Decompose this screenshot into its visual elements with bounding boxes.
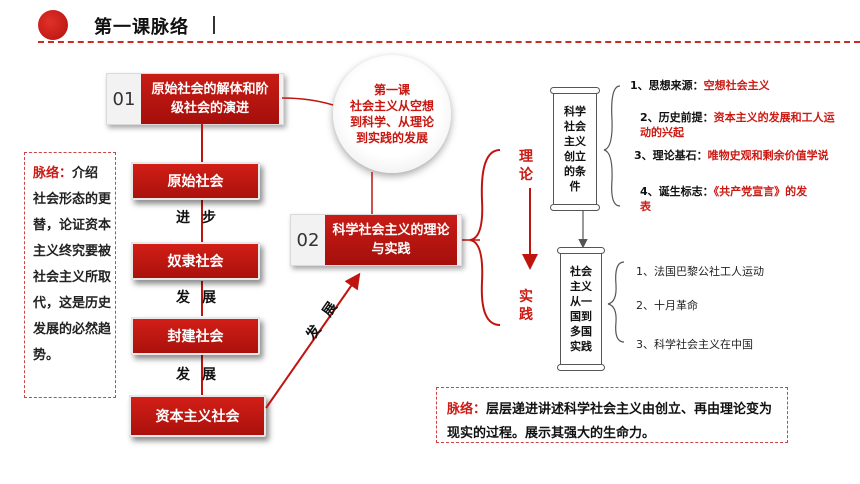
condition-item: 1、思想来源：空想社会主义 xyxy=(630,79,770,92)
summary-bottom-label: 脉络： xyxy=(447,402,487,417)
connector-line xyxy=(201,355,203,395)
section-02-title: 科学社会主义的理论与实践 xyxy=(325,215,457,265)
connector-line xyxy=(201,200,203,242)
practice-item: 2、十月革命 xyxy=(636,299,698,312)
header-dot-icon xyxy=(38,10,68,40)
scroll-conditions: 科学社会主义创立的条件 xyxy=(550,87,600,211)
section-01-box: 01 原始社会的解体和阶级社会的演进 xyxy=(106,73,284,125)
section-01-number: 01 xyxy=(112,88,136,110)
summary-left-label: 脉络： xyxy=(33,166,73,181)
summary-left-text: 介绍社会形态的更替，论证资本主义终究要被社会主义所取代，这是历史发展的必然趋势。 xyxy=(33,166,112,363)
stage-slave: 奴隶社会 xyxy=(131,242,260,280)
progress-label: 进步 xyxy=(176,210,228,226)
progress-label: 发展 xyxy=(176,290,228,306)
connector-line xyxy=(201,123,203,163)
scroll-conditions-text: 科学社会主义创立的条件 xyxy=(564,105,586,193)
circle-text: 社会主义从空想到科学、从理论到实践的发展 xyxy=(349,99,434,145)
stage-feudal: 封建社会 xyxy=(131,317,260,355)
summary-bottom: 脉络：层层递进讲述科学社会主义由创立、再由理论变为现实的过程。展示其强大的生命力… xyxy=(436,387,788,443)
progress-label: 发展 xyxy=(176,367,228,383)
condition-item: 3、理论基石：唯物史观和剩余价值学说 xyxy=(634,149,829,162)
section-02-number: 02 xyxy=(296,229,320,251)
scroll-practice-text: 社会主义从一国到多国实践 xyxy=(570,265,592,353)
summary-bottom-text: 层层递进讲述科学社会主义由创立、再由理论变为现实的过程。展示其强大的生命力。 xyxy=(447,402,773,441)
practices-bracket xyxy=(607,261,625,343)
stage-capitalist: 资本主义社会 xyxy=(129,395,266,437)
practice-label: 实践 xyxy=(519,289,533,323)
section-01-title: 原始社会的解体和阶级社会的演进 xyxy=(141,74,279,124)
page-title: 第一课脉络 xyxy=(94,17,189,38)
diagonal-arrow xyxy=(265,272,361,409)
section-02-box: 02 科学社会主义的理论与实践 xyxy=(290,214,462,266)
header-dashed-line xyxy=(38,41,860,43)
header-divider xyxy=(213,16,215,34)
condition-item: 2、历史前提：资本主义的发展和工人运动的兴起 xyxy=(640,111,835,139)
lesson-circle: 第一课 社会主义从空想到科学、从理论到实践的发展 xyxy=(333,55,451,173)
practice-item: 3、科学社会主义在中国 xyxy=(636,338,753,351)
conditions-bracket xyxy=(603,85,621,207)
connector-01-circle xyxy=(281,97,334,106)
circle-title: 第一课 xyxy=(373,83,410,97)
scroll-practice: 社会主义从一国到多国实践 xyxy=(557,247,605,371)
condition-item: 4、诞生标志：《共产党宣言》的发表 xyxy=(640,185,808,213)
theory-label: 理论 xyxy=(519,149,533,183)
connector-line xyxy=(201,281,203,316)
practice-item: 1、法国巴黎公社工人运动 xyxy=(636,265,764,278)
stage-primitive: 原始社会 xyxy=(131,162,260,200)
bracket xyxy=(469,149,501,326)
summary-left: 脉络：介绍社会形态的更替，论证资本主义终究要被社会主义所取代，这是历史发展的必然… xyxy=(24,152,116,398)
